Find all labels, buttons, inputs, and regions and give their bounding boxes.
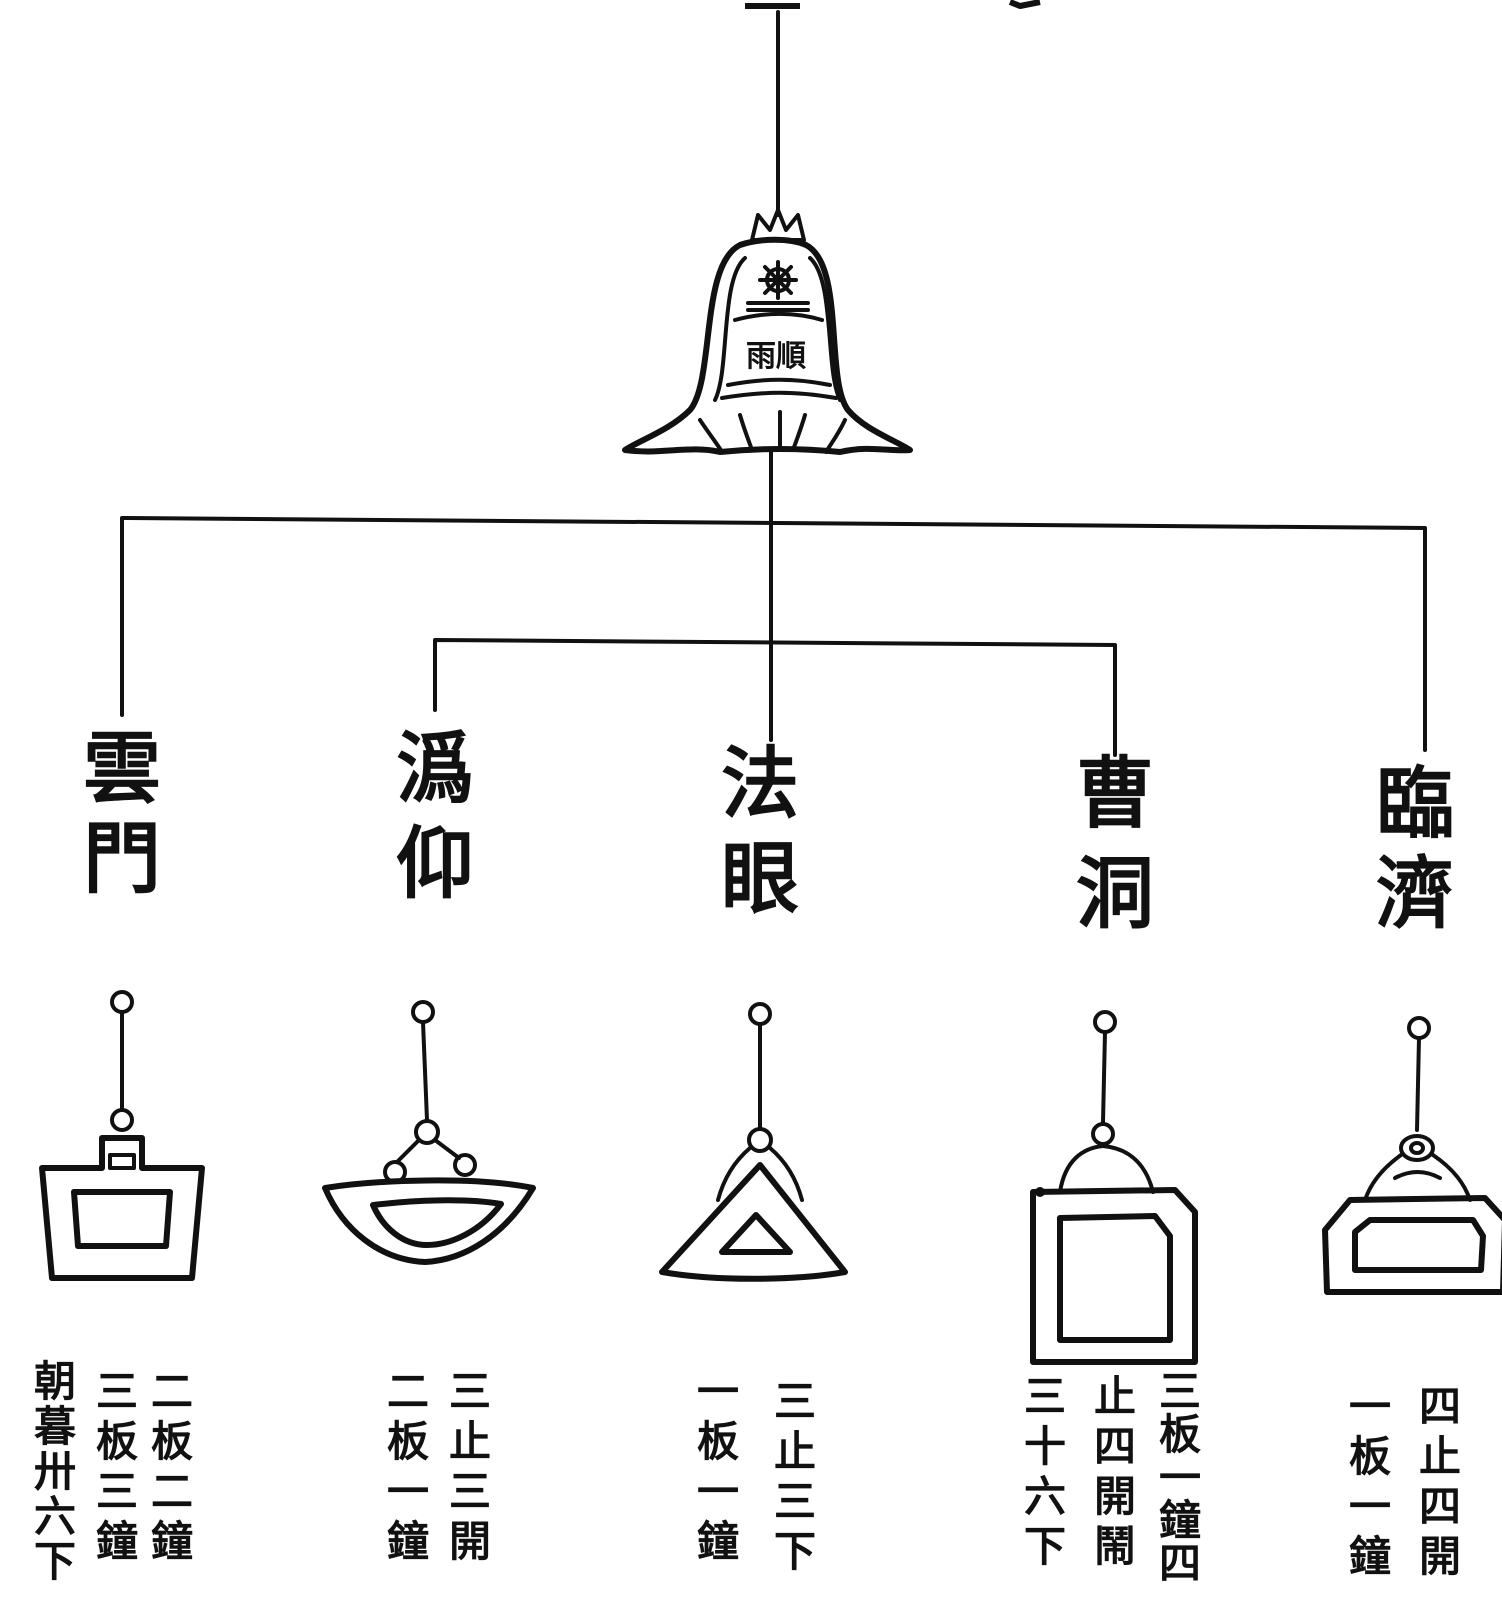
school-yunmen: 雲 門 [39,724,205,1281]
school-name-char-2: 洞 [1076,849,1154,940]
caodong-board-icon [1030,1010,1198,1365]
bell-icon: 雨順 [622,208,913,455]
note-char: 下 [774,1527,816,1576]
school-caodong: 曹 洞 [1030,749,1198,1365]
linji-board-icon [1322,1016,1502,1295]
note-char: 朝 [34,1357,76,1406]
note-char: 板 [697,1417,739,1466]
note-char: 卅 [34,1447,76,1496]
note-char: 一 [697,1467,739,1516]
note-char: 止 [774,1427,816,1476]
note-char: 二 [151,1367,193,1416]
note-column: 朝 暮 卅 六 下 [34,1357,77,1586]
note-char: 鐘 [697,1517,739,1566]
fayan-board-icon [659,1002,848,1282]
note-char: 開 [1094,1472,1136,1521]
note-column: 一 板 一 鐘 [697,1367,739,1566]
note-char: 三 [449,1367,491,1416]
note-char: 止 [1419,1432,1461,1481]
note-char: 鐘 [387,1517,429,1566]
note-char: 下 [1024,1522,1066,1571]
note-char: 開 [449,1517,491,1566]
note-fayan: 三 止 三 下 一 板 一 鐘 [697,1367,816,1576]
school-name-char-1: 潙 [396,724,474,815]
note-char: 三 [96,1467,138,1516]
note-char: 板 [1349,1432,1391,1481]
note-char: 止 [449,1417,491,1466]
note-char: 二 [387,1367,429,1416]
school-name-char-1: 雲 [83,724,161,815]
note-char: 鐘 [1349,1532,1391,1581]
school-name-char-2: 仰 [396,819,474,910]
note-linji: 四 止 四 開 一 板 一 鐘 [1349,1382,1461,1581]
bell-inscription: 雨順 [746,339,806,374]
note-caodong: 三 板 一 鐘 四 止 四 開 鬧 三 十 六 下 [1024,1367,1201,1588]
note-char: 二 [151,1467,193,1516]
note-char: 鐘 [1159,1496,1201,1545]
note-column: 四 止 四 開 [1419,1382,1461,1581]
school-guiyang: 潙 仰 [322,724,536,1265]
school-fayan: 法 眼 [659,739,848,1282]
note-column: 止 四 開 鬧 [1094,1372,1136,1571]
note-char: 一 [1159,1453,1201,1502]
outer-branch-line [120,516,1427,752]
school-name-char-2: 門 [83,814,161,905]
note-column: 三 止 三 開 [449,1367,491,1566]
note-yunmen: 二 板 二 鐘 三 板 三 鐘 朝 暮 卅 六 下 [34,1357,193,1586]
note-char: 一 [1349,1382,1391,1431]
note-char: 四 [1094,1422,1136,1471]
note-column: 三 板 一 鐘 四 [1159,1367,1201,1588]
note-char: 三 [96,1367,138,1416]
note-guiyang: 三 止 三 開 二 板 一 鐘 [387,1367,491,1566]
note-char: 止 [1094,1372,1136,1421]
note-column: 三 止 三 下 [774,1377,816,1576]
top-cropped-characters [745,0,1041,9]
school-name-char-2: 濟 [1376,849,1454,940]
note-char: 鐘 [151,1517,193,1566]
school-name-char-1: 曹 [1076,749,1154,840]
note-char: 三 [1159,1367,1201,1416]
note-char: 四 [1159,1539,1201,1588]
note-char: 三 [449,1467,491,1516]
note-char: 板 [1159,1410,1201,1459]
school-name-char-1: 法 [721,739,799,830]
note-char: 四 [1419,1482,1461,1531]
inner-branch-line [433,638,1117,757]
note-char: 一 [697,1367,739,1416]
school-name-char-1: 臨 [1376,759,1454,850]
note-char: 一 [1349,1482,1391,1531]
note-column: 三 十 六 下 [1024,1372,1066,1571]
note-char: 開 [1419,1532,1461,1581]
note-char: 六 [34,1492,76,1541]
note-char: 暮 [34,1402,77,1451]
note-char: 三 [774,1377,816,1426]
yunmen-board-icon [39,990,205,1281]
note-column: 三 板 三 鐘 [96,1367,138,1566]
note-char: 板 [387,1417,429,1466]
school-linji: 臨 濟 [1322,759,1502,1295]
note-char: 十 [1024,1422,1066,1471]
note-char: 板 [96,1417,138,1466]
note-char: 三 [774,1477,816,1526]
note-char: 下 [34,1537,76,1586]
note-char: 鬧 [1094,1522,1136,1571]
note-char: 一 [387,1467,429,1516]
note-char: 三 [1024,1372,1066,1421]
note-char: 四 [1419,1382,1461,1431]
note-char: 六 [1024,1472,1066,1521]
note-column: 二 板 二 鐘 [151,1367,193,1566]
note-char: 板 [151,1417,193,1466]
note-column: 二 板 一 鐘 [387,1367,429,1566]
note-char: 鐘 [96,1517,138,1566]
note-column: 一 板 一 鐘 [1349,1382,1391,1581]
school-name-char-2: 眼 [721,834,799,925]
guiyang-board-icon [322,1000,536,1265]
